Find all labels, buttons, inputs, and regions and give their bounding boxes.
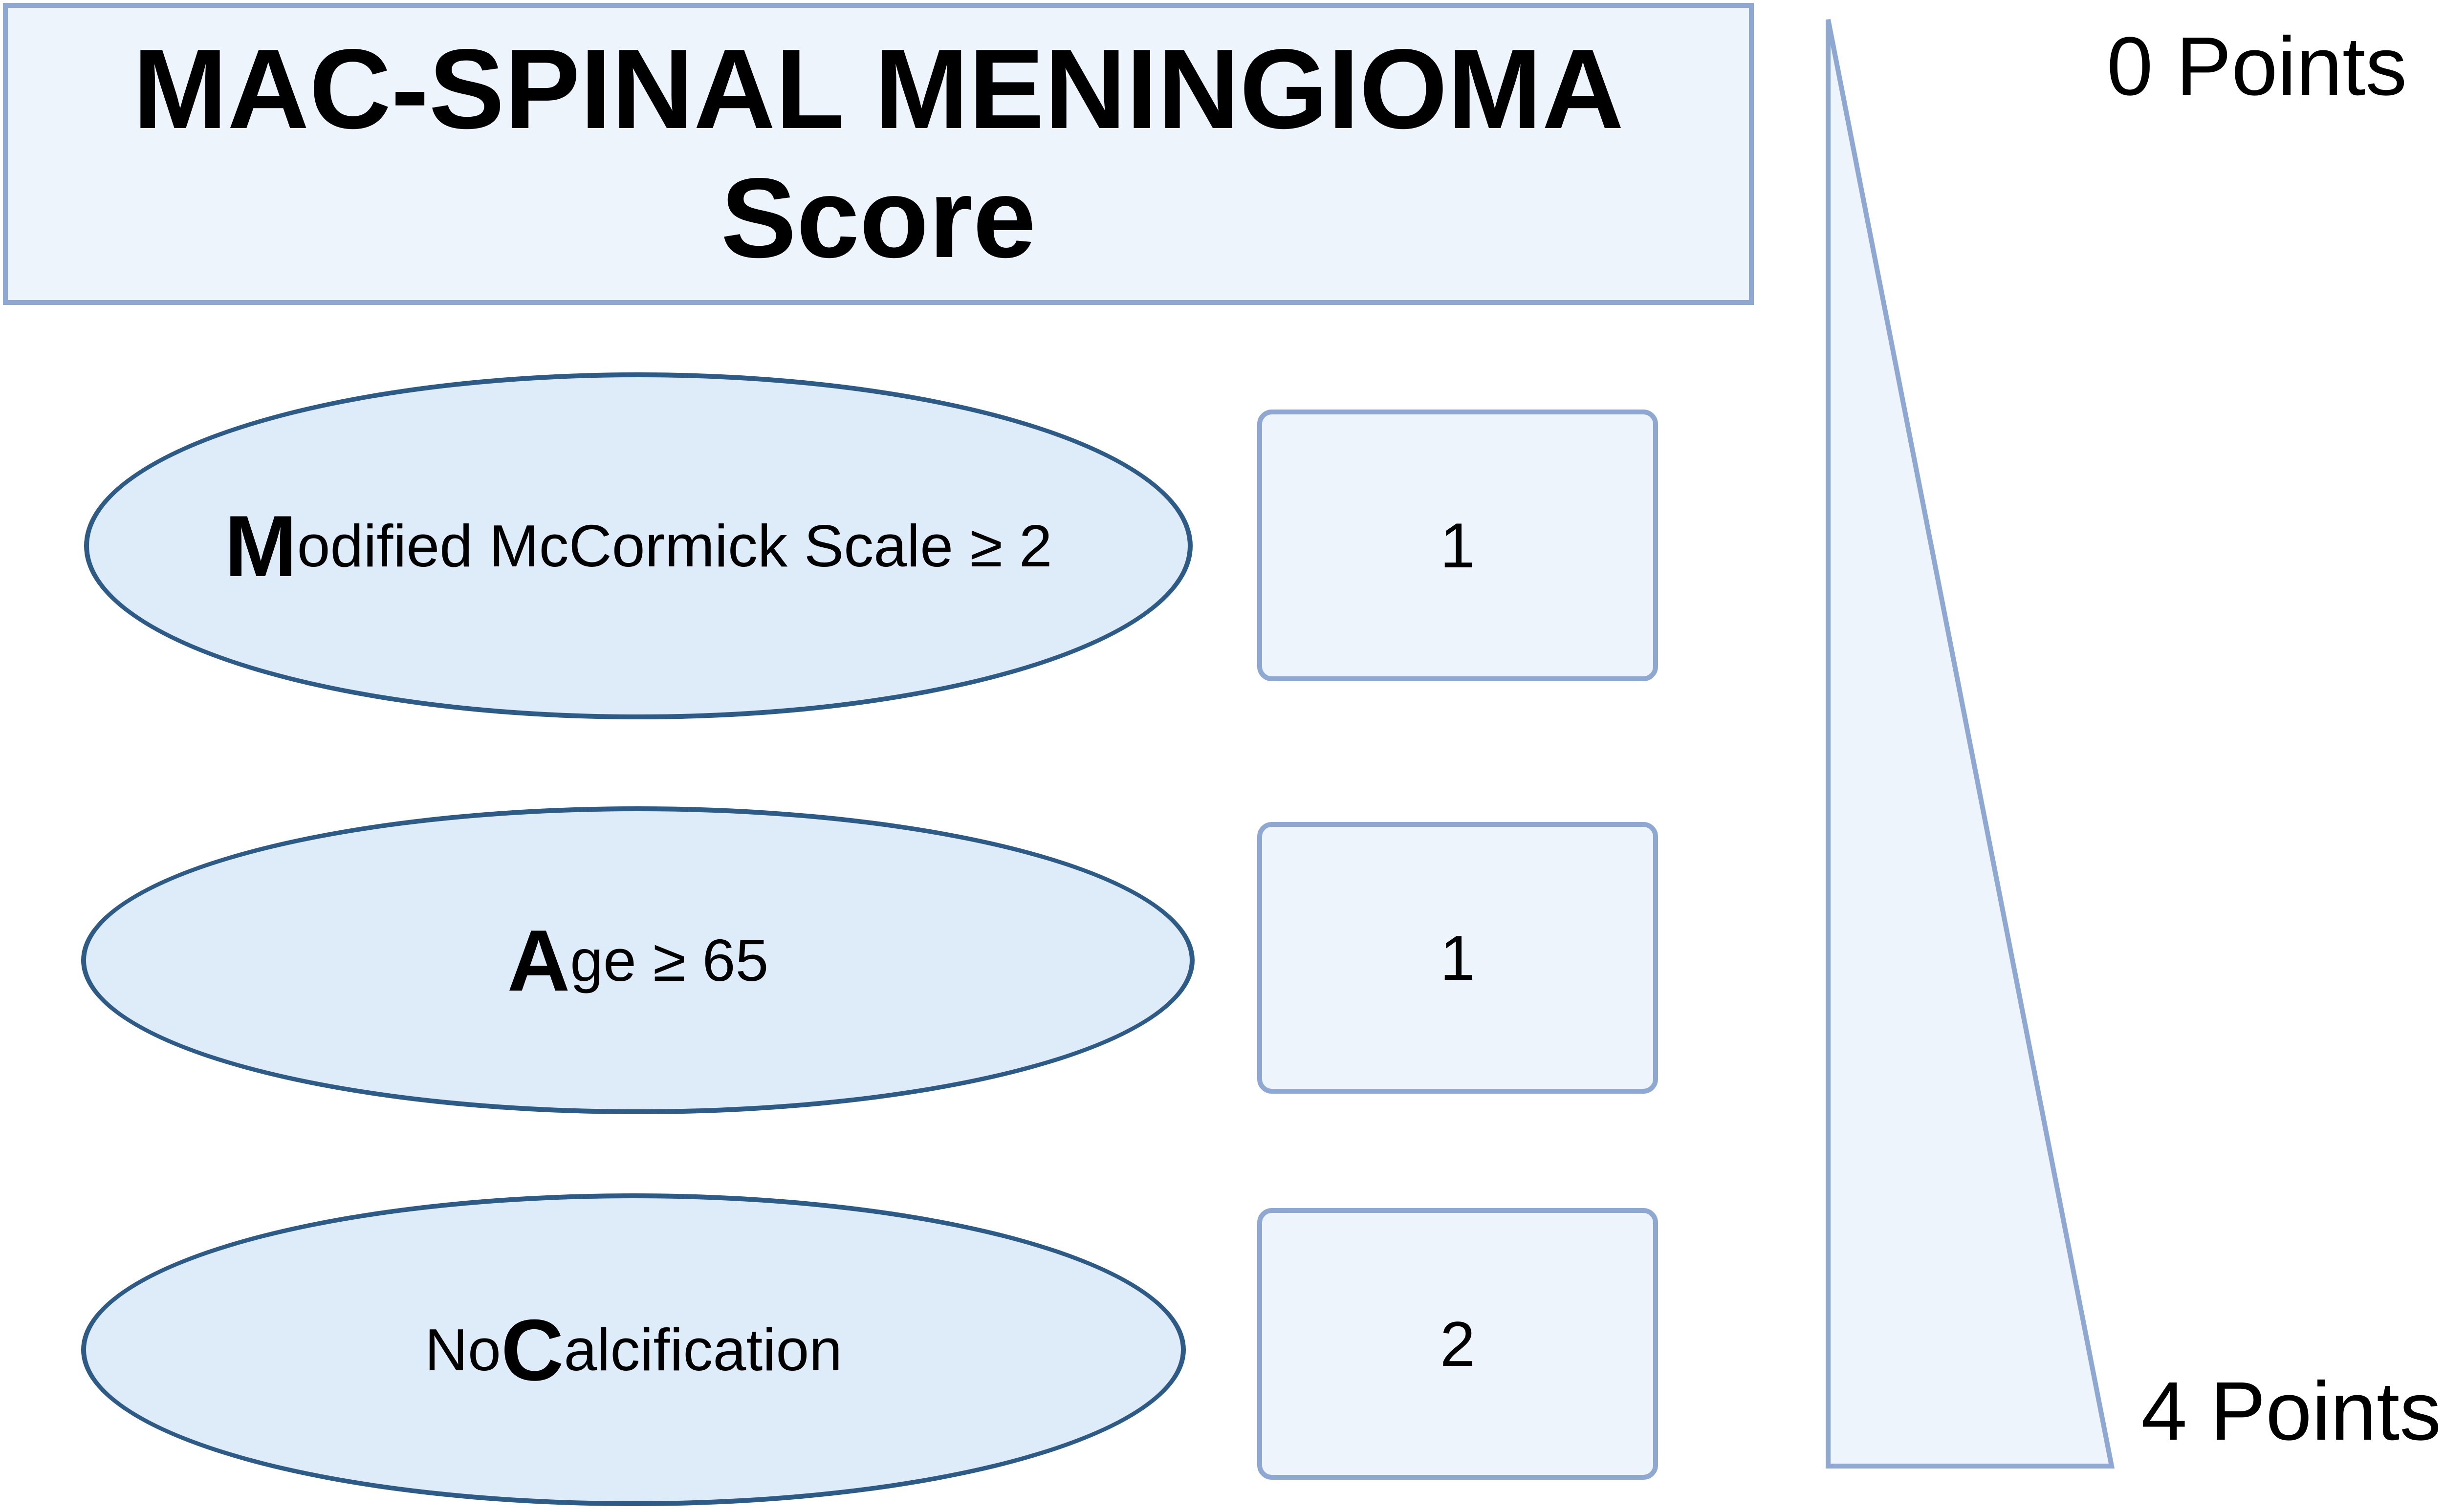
points-box-age: 1 — [1257, 822, 1658, 1094]
score-title-line1: MAC-SPINAL MENINGIOMA — [132, 25, 1624, 152]
points-scale-wedge — [1826, 19, 2115, 1469]
criterion-initial: C — [501, 1301, 564, 1399]
scale-top-label: 0 Points — [2107, 20, 2407, 113]
score-title-line2: Score — [720, 155, 1036, 281]
points-box-calcification: 2 — [1257, 1208, 1658, 1480]
criterion-rest: ge ≥ 65 — [570, 927, 769, 994]
scale-bottom-label: 4 Points — [2141, 1365, 2442, 1458]
points-scale-triangle — [1826, 19, 2115, 1469]
criterion-initial: A — [507, 911, 570, 1009]
points-box-mccormick: 1 — [1257, 410, 1658, 681]
criterion-rest: alcification — [564, 1317, 843, 1383]
criterion-rest: odified McCormick Scale ≥ 2 — [297, 513, 1052, 579]
criterion-initial: M — [224, 497, 297, 595]
criterion-prefix: No — [424, 1317, 501, 1383]
score-title-box: MAC-SPINAL MENINGIOMA Score — [3, 3, 1754, 305]
